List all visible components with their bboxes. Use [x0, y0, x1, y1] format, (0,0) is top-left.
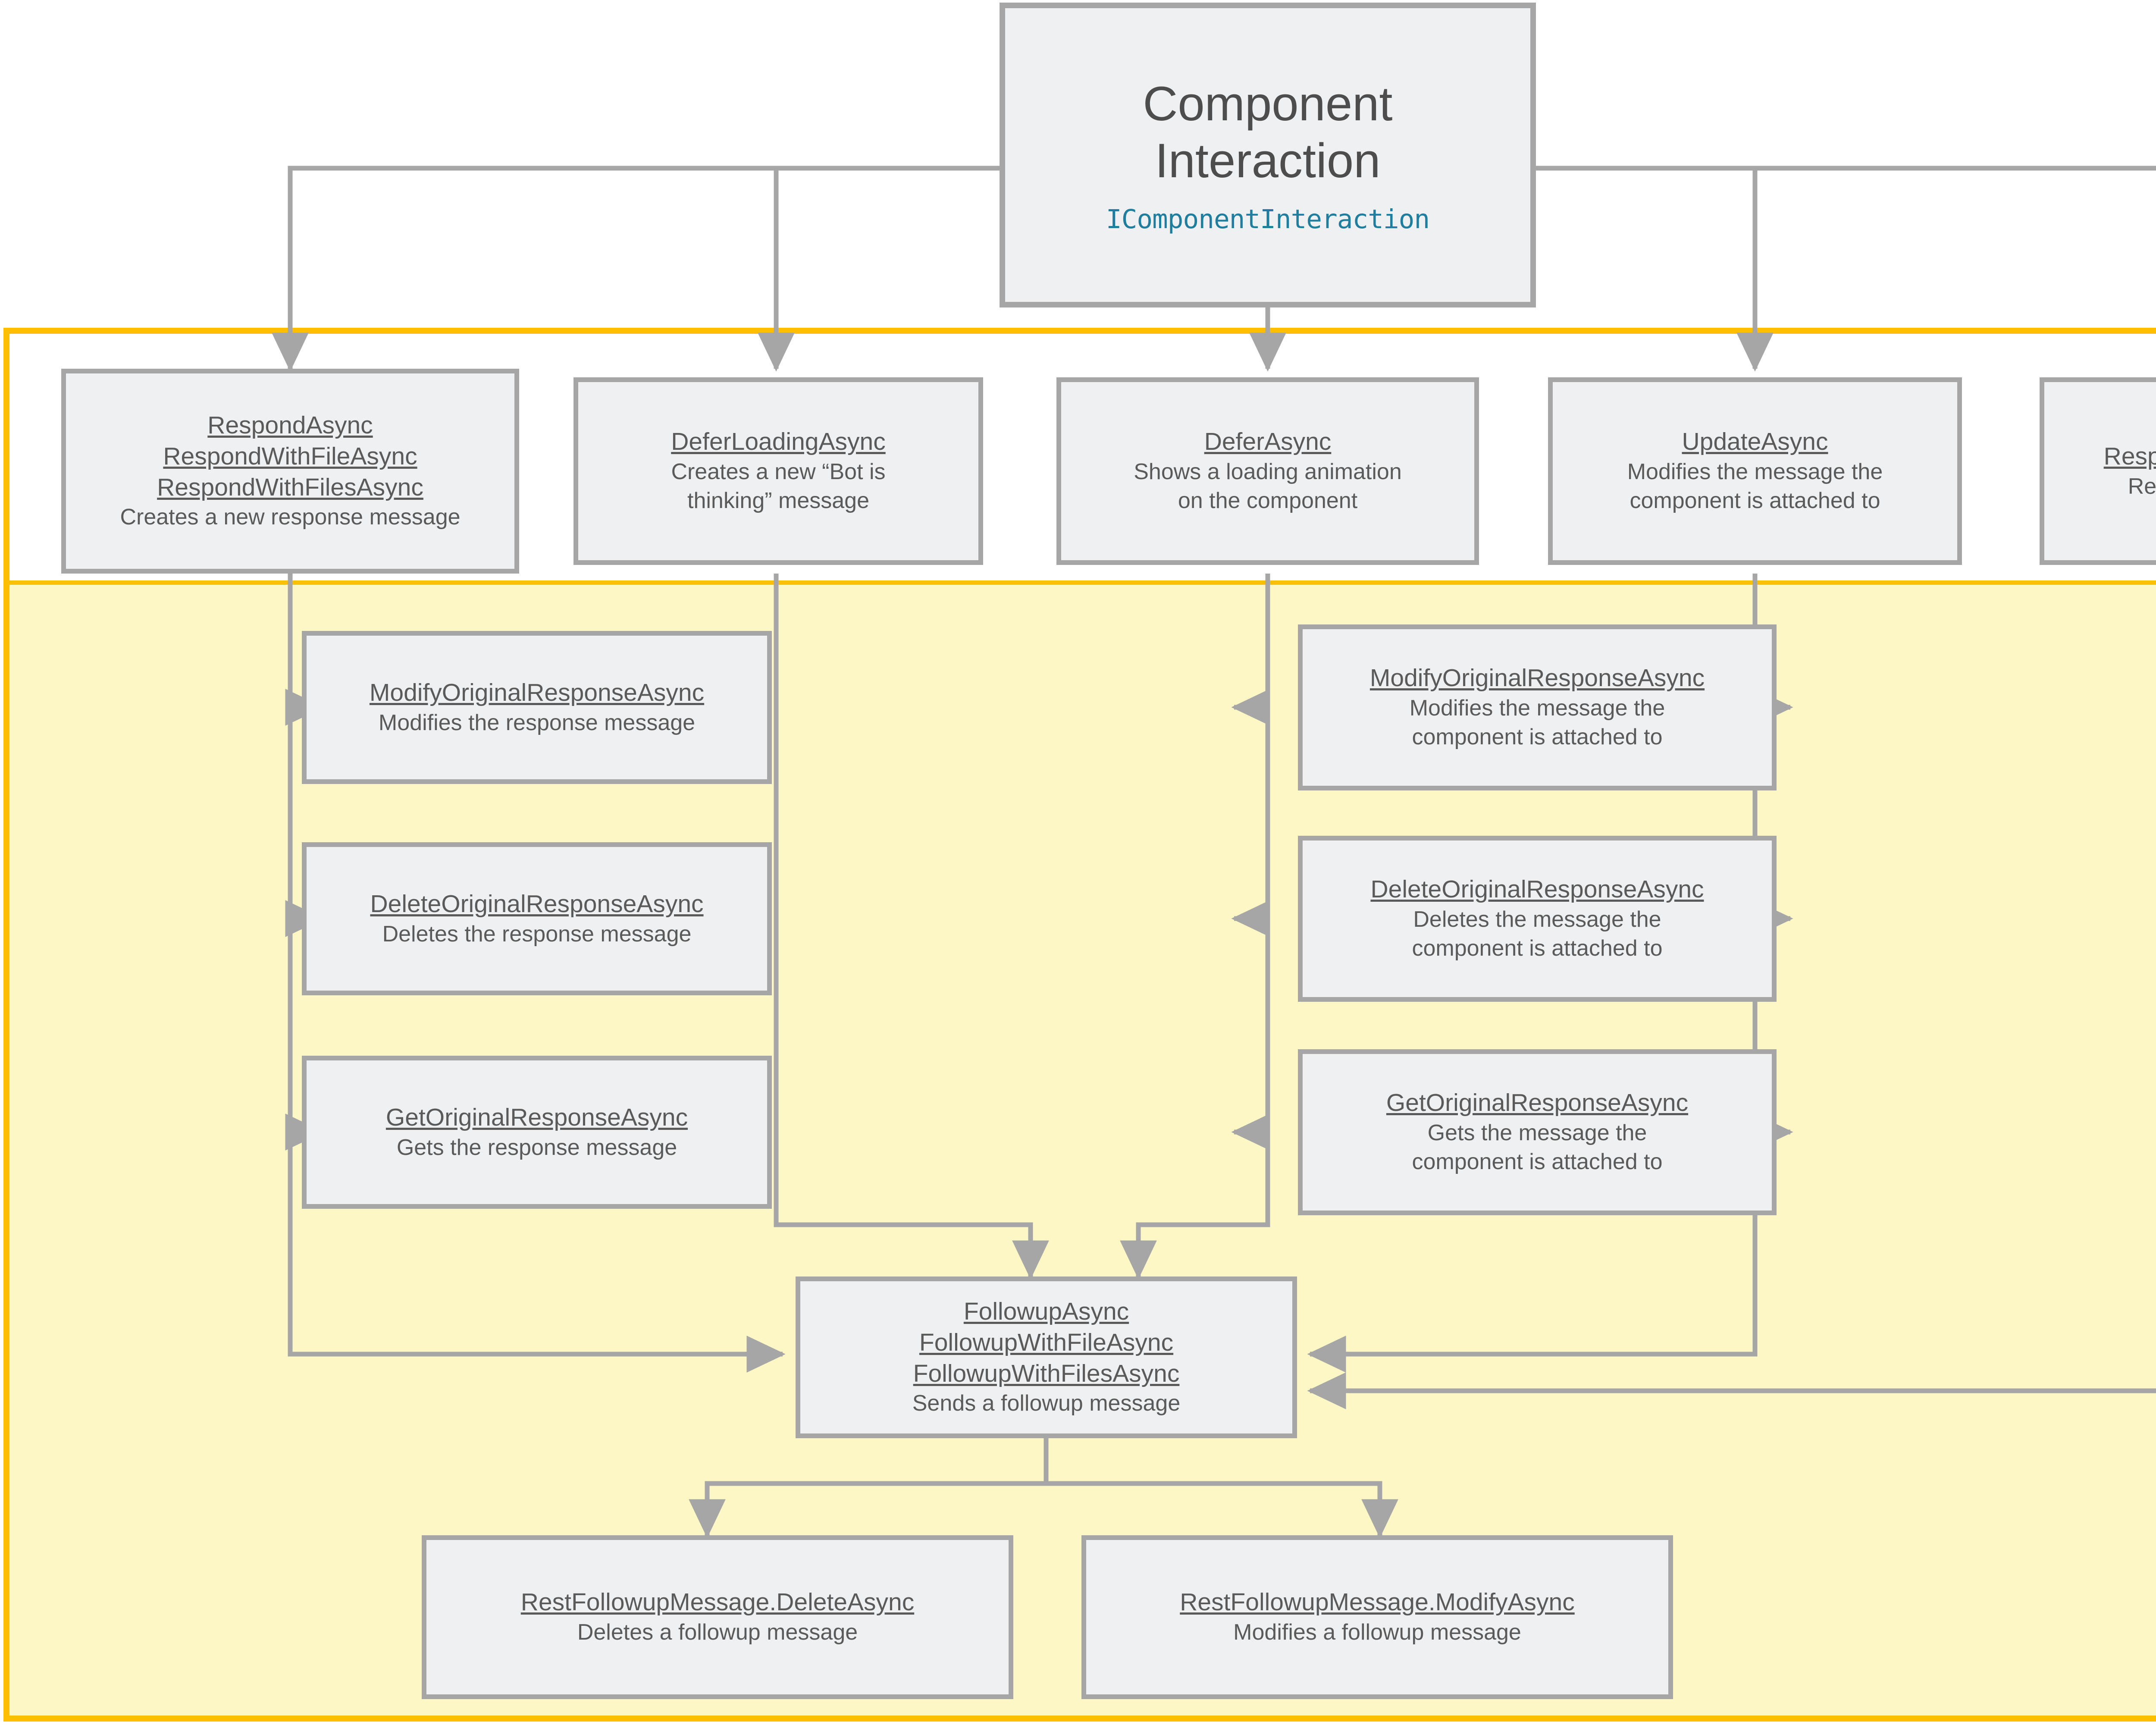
- method-description: Sends a followup message: [912, 1391, 1181, 1416]
- method-description: component is attached to: [1412, 724, 1663, 750]
- method-name: RespondWithModalAsync: [2103, 442, 2156, 470]
- link-followup-to-rest-delete: [689, 1438, 1049, 1538]
- method-description: Responds with a modal: [2128, 474, 2156, 499]
- method-name: FollowupWithFilesAsync: [913, 1359, 1180, 1387]
- method-description: Modifies the response message: [378, 710, 696, 735]
- method-name: UpdateAsync: [1682, 428, 1828, 455]
- method-description: Gets the response message: [396, 1135, 677, 1160]
- method-description: component is attached to: [1630, 488, 1880, 514]
- method-name: RespondAsync: [207, 411, 373, 439]
- method-name: RestFollowupMessage.ModifyAsync: [1180, 1588, 1575, 1616]
- method-description: Deletes a followup message: [577, 1620, 858, 1645]
- method-name: FollowupAsync: [963, 1297, 1129, 1325]
- method-name: RespondWithFilesAsync: [157, 473, 423, 501]
- link-respond-to-followup: [288, 1132, 786, 1373]
- method-name: DeferAsync: [1204, 428, 1332, 455]
- method-name: GetOriginalResponseAsync: [1386, 1089, 1689, 1117]
- link-root-to-respond: [272, 166, 1000, 372]
- method-name: GetOriginalResponseAsync: [385, 1103, 688, 1131]
- method-description: Modifies the message the: [1409, 695, 1665, 721]
- method-description: component is attached to: [1412, 1149, 1663, 1175]
- link-followup-to-rest-modify: [1046, 1481, 1398, 1538]
- method-description: Creates a new response message: [120, 505, 461, 530]
- method-description: on the component: [1178, 488, 1358, 514]
- node-modify-original-response-async-component[interactable]: ModifyOriginalResponseAsync Modifies the…: [1298, 624, 1777, 790]
- method-description: Gets the message the: [1427, 1120, 1647, 1145]
- method-name: FollowupWithFileAsync: [919, 1328, 1174, 1356]
- method-description: Modifies a followup message: [1233, 1620, 1521, 1645]
- method-name: ModifyOriginalResponseAsync: [1369, 664, 1705, 692]
- node-defer-async[interactable]: DeferAsync Shows a loading animation on …: [1056, 377, 1479, 565]
- method-name: DeferLoadingAsync: [671, 428, 886, 455]
- link-respond-with-modal-to-followup: [1307, 1372, 2156, 1409]
- node-delete-original-response-async[interactable]: DeleteOriginalResponseAsync Deletes the …: [302, 842, 772, 995]
- node-rest-followup-message-modify-async[interactable]: RestFollowupMessage.ModifyAsync Modifies…: [1081, 1535, 1673, 1699]
- node-modify-original-response-async[interactable]: ModifyOriginalResponseAsync Modifies the…: [302, 631, 772, 784]
- node-get-original-response-async[interactable]: GetOriginalResponseAsync Gets the respon…: [302, 1056, 772, 1209]
- link-defer-to-get-original-response-component: [1231, 919, 1270, 1151]
- method-name: DeleteOriginalResponseAsync: [370, 890, 704, 918]
- method-name: RespondWithFileAsync: [163, 442, 417, 470]
- node-get-original-response-async-component[interactable]: GetOriginalResponseAsync Gets the messag…: [1298, 1049, 1777, 1215]
- link-root-to-defer-loading: [758, 166, 1000, 372]
- method-description: Modifies the message the: [1627, 459, 1883, 484]
- link-root-to-respond-with-modal: [1536, 166, 2156, 171]
- node-respond-with-modal-async[interactable]: RespondWithModalAsync Responds with a mo…: [2040, 377, 2156, 565]
- link-defer-to-followup: [1120, 1132, 1270, 1280]
- method-name: ModifyOriginalResponseAsync: [369, 678, 705, 706]
- node-update-async[interactable]: UpdateAsync Modifies the message the com…: [1548, 377, 1962, 565]
- link-defer-to-delete-original-response-component: [1231, 707, 1270, 937]
- node-followup-async[interactable]: FollowupAsync FollowupWithFileAsync Foll…: [796, 1276, 1297, 1438]
- method-description: Deletes the response message: [382, 921, 692, 947]
- root-title: Component Interaction: [1143, 76, 1393, 188]
- node-delete-original-response-async-component[interactable]: DeleteOriginalResponseAsync Deletes the …: [1298, 836, 1777, 1002]
- node-defer-loading-async[interactable]: DeferLoadingAsync Creates a new “Bot is …: [573, 377, 983, 565]
- method-description: thinking” message: [687, 488, 869, 514]
- link-root-to-update: [1536, 166, 1774, 372]
- link-defer-loading-to-followup: [774, 574, 1049, 1280]
- node-rest-followup-message-delete-async[interactable]: RestFollowupMessage.DeleteAsync Deletes …: [422, 1535, 1013, 1699]
- method-description: component is attached to: [1412, 936, 1663, 961]
- node-component-interaction[interactable]: Component Interaction IComponentInteract…: [1000, 3, 1536, 307]
- root-interface-name: IComponentInteraction: [1106, 204, 1430, 235]
- method-description: Shows a loading animation: [1134, 459, 1402, 484]
- node-respond-async[interactable]: RespondAsync RespondWithFileAsync Respon…: [61, 369, 519, 574]
- method-description: Deletes the message the: [1413, 906, 1661, 932]
- method-name: RestFollowupMessage.DeleteAsync: [520, 1588, 915, 1616]
- link-defer-to-modify-original-response-component: [1231, 574, 1270, 726]
- method-description: Creates a new “Bot is: [671, 459, 886, 484]
- method-name: DeleteOriginalResponseAsync: [1370, 875, 1704, 903]
